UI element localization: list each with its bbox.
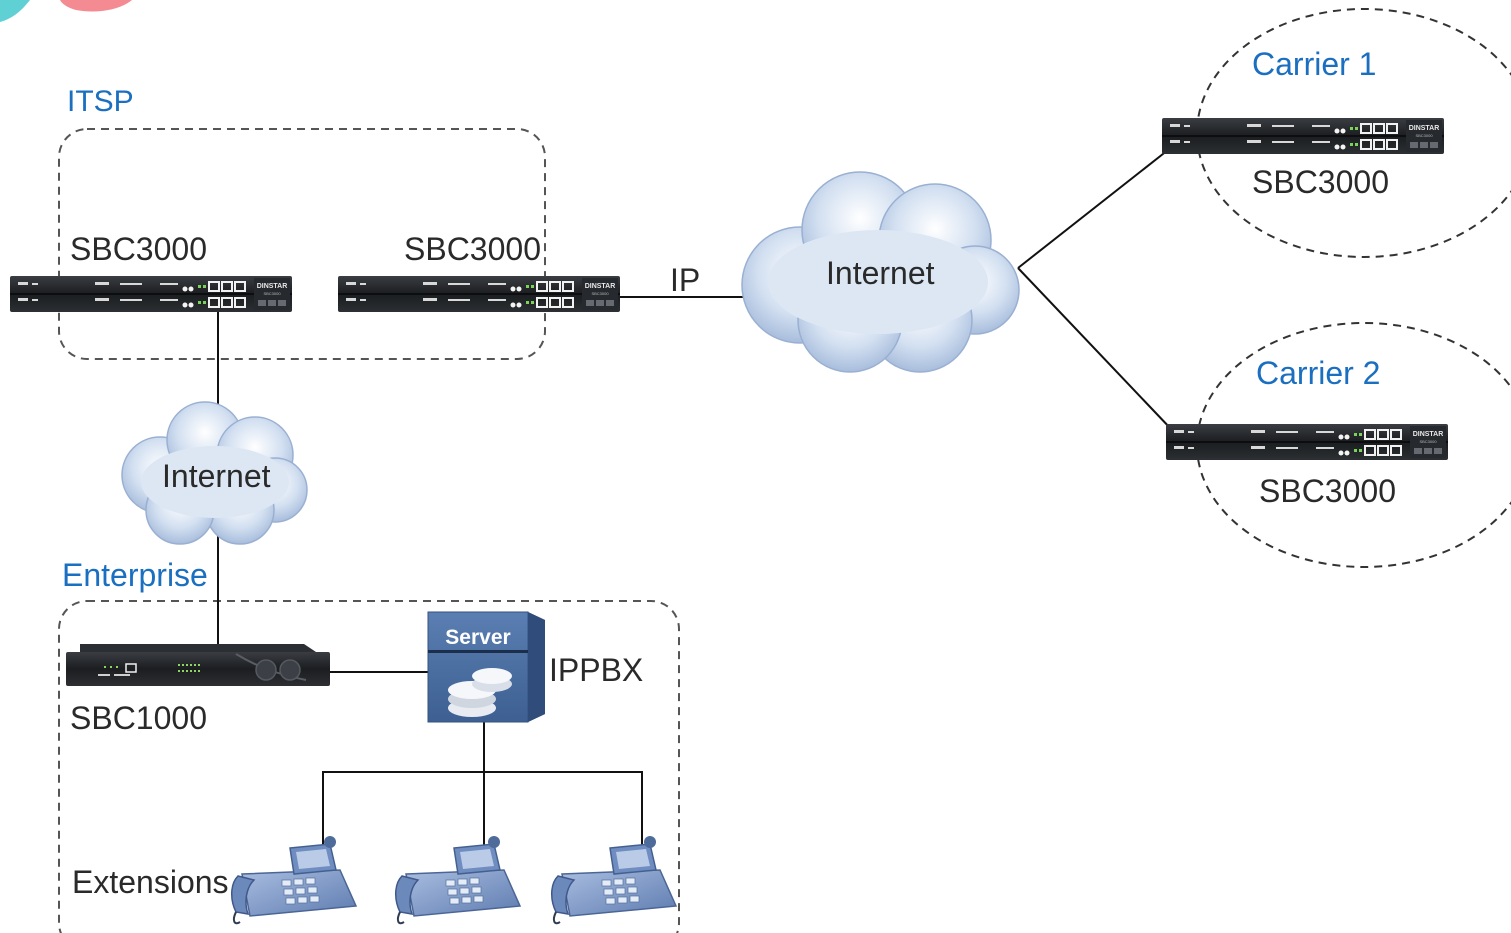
internet-small-cloud — [121, 401, 308, 545]
extension-phone-1 — [230, 835, 357, 925]
sbc3000-carrier2-label: SBC3000 — [1259, 473, 1396, 509]
link-phone-bus — [322, 771, 643, 846]
server-text: Server — [445, 626, 510, 649]
ippbx-label: IPPBX — [549, 652, 644, 688]
carrier2-label: Carrier 2 — [1256, 355, 1381, 391]
ippbx-server: Server — [427, 611, 545, 723]
sbc3000-carrier1-label: SBC3000 — [1252, 164, 1389, 200]
sbc3000-carrier2-device — [1165, 423, 1449, 461]
link-internet-to-carrier1 — [1017, 149, 1169, 269]
ip-label: IP — [670, 262, 701, 298]
corner-decoration-teal — [0, 0, 30, 22]
carrier1-group-boundary — [1196, 8, 1511, 258]
sbc3000-carrier1-device — [1161, 117, 1445, 155]
extensions-label: Extensions — [72, 864, 229, 900]
enterprise-label: Enterprise — [62, 557, 208, 593]
sbc3000-itsp-left-device — [9, 275, 293, 313]
carrier1-label: Carrier 1 — [1252, 46, 1377, 82]
extension-phone-2 — [394, 835, 521, 925]
connections — [217, 149, 1173, 846]
enterprise-group-boundary — [58, 600, 680, 933]
internet-small-label: Internet — [162, 458, 271, 494]
sbc3000-itsp-left-label: SBC3000 — [70, 231, 207, 267]
internet-main-cloud — [741, 171, 1020, 373]
carrier2-group-boundary — [1196, 322, 1511, 568]
corner-decoration-pink — [60, 0, 132, 12]
itsp-group-boundary — [58, 128, 546, 360]
sbc1000-device — [66, 644, 330, 686]
sbc3000-itsp-right-label: SBC3000 — [404, 231, 541, 267]
link-internet-to-carrier2 — [1017, 267, 1173, 431]
sbc1000-label: SBC1000 — [70, 700, 207, 736]
sbc3000-itsp-right-device — [337, 275, 621, 313]
extension-phone-3 — [550, 835, 677, 925]
internet-main-label: Internet — [826, 255, 935, 291]
itsp-label: ITSP — [67, 85, 134, 118]
